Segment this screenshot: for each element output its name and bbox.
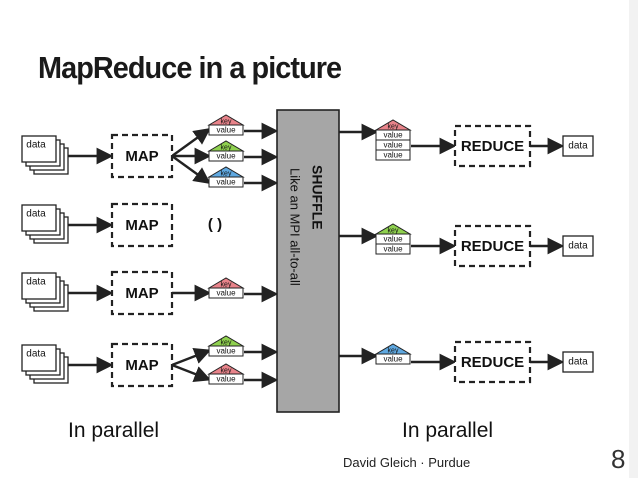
slide-title: MapReduce in a picture (38, 50, 342, 85)
shuffle-bar (276, 109, 340, 413)
shuffle-box: SHUFFLE Like an MPI all-to-all (276, 109, 340, 413)
map-output-arrow (171, 128, 211, 157)
key-label: key (221, 339, 232, 346)
value-cell (208, 124, 244, 136)
map-box-2-label: MAP (125, 217, 158, 234)
output-data-2: data (562, 235, 594, 257)
value-label: value (216, 375, 236, 384)
map-box-4: MAP (110, 342, 174, 388)
key-label: key (221, 118, 232, 125)
data-label: data (26, 140, 46, 151)
footer-credit: David Gleich · Purdue (343, 455, 471, 470)
map-box-4-label: MAP (125, 357, 158, 374)
value-label: value (216, 289, 236, 298)
map-box-2-border (110, 202, 174, 248)
map-box-3-border (110, 270, 174, 316)
shuffle-title: SHUFFLE (309, 165, 325, 230)
value-label: value (383, 141, 403, 150)
map-output-arrow (171, 348, 212, 367)
empty-map-output: ( ) (208, 216, 222, 233)
value-label: value (383, 355, 403, 364)
data-sheet (21, 344, 57, 372)
value-label: value (383, 131, 403, 140)
map-box-2: MAP (110, 202, 174, 248)
key-label: key (388, 347, 399, 354)
reduce-box-1-border (453, 124, 532, 168)
data-label: data (568, 357, 588, 368)
value-cell (208, 373, 244, 385)
value-cell (375, 149, 411, 161)
map-output-arrow (171, 363, 212, 382)
shuffle-subtitle: Like an MPI all-to-all (288, 168, 303, 286)
value-label: value (216, 347, 236, 356)
reduce-box-1-label: REDUCE (461, 138, 524, 155)
value-label: value (216, 178, 236, 187)
reduce-box-3-border (453, 340, 532, 384)
value-cell (375, 243, 411, 255)
data-label: data (26, 277, 46, 288)
output-data-3: data (562, 351, 594, 373)
reduce-box-2-label: REDUCE (461, 238, 524, 255)
output-data-1: data (562, 135, 594, 157)
input-data-stack-3: data (21, 272, 69, 312)
map-box-1-label: MAP (125, 148, 158, 165)
value-label: value (383, 151, 403, 160)
map-box-3: MAP (110, 270, 174, 316)
value-cell (208, 150, 244, 162)
input-data-stack-2: data (21, 204, 69, 244)
page-number: 8 (611, 444, 626, 474)
data-box (562, 235, 594, 257)
key-label: key (221, 170, 232, 177)
map-box-4-border (110, 342, 174, 388)
reduce-box-2-border (453, 224, 532, 268)
reduce-box-2: REDUCE (453, 224, 532, 268)
data-label: data (26, 209, 46, 220)
reduce-box-3-label: REDUCE (461, 354, 524, 371)
key-label: key (221, 281, 232, 288)
slide-edge-bar (629, 0, 638, 478)
data-label: data (26, 349, 46, 360)
map-box-1: MAP (110, 133, 174, 179)
data-label: data (568, 141, 588, 152)
input-data-stack-4: data (21, 344, 69, 384)
data-box (562, 351, 594, 373)
value-cell (375, 353, 411, 365)
value-label: value (216, 126, 236, 135)
key-label: key (221, 367, 232, 374)
key-label: key (221, 144, 232, 151)
key-label: key (388, 227, 399, 234)
data-box (562, 135, 594, 157)
data-sheet (21, 272, 57, 300)
data-sheet (21, 204, 57, 232)
map-box-1-border (110, 133, 174, 179)
value-cell (208, 345, 244, 357)
map-output-arrow (171, 155, 211, 184)
reduce-box-1: REDUCE (453, 124, 532, 168)
input-data-stack-1: data (21, 135, 69, 175)
map-box-3-label: MAP (125, 285, 158, 302)
key-label: key (388, 123, 399, 130)
value-label: value (383, 245, 403, 254)
data-sheet (21, 135, 57, 163)
data-label: data (568, 241, 588, 252)
in-parallel-left-label: In parallel (68, 419, 160, 442)
in-parallel-right-label: In parallel (402, 419, 494, 442)
reduce-box-3: REDUCE (453, 340, 532, 384)
value-label: value (383, 235, 403, 244)
value-label: value (216, 152, 236, 161)
value-cell (208, 176, 244, 188)
value-cell (208, 287, 244, 299)
